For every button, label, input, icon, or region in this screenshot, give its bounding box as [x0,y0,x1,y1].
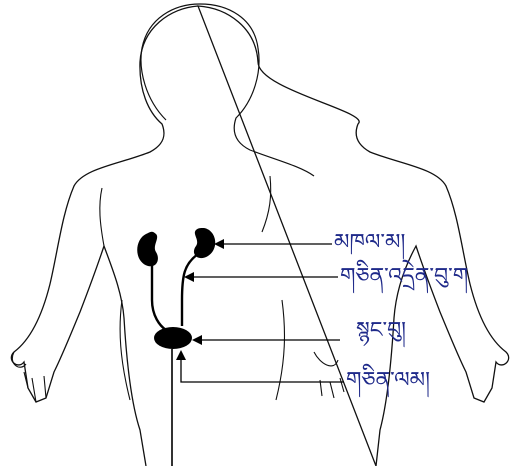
bladder [154,327,192,349]
left-kidney [137,232,158,267]
torso-left-line [100,188,104,246]
right-ureter [182,254,198,326]
left-hand [12,352,46,402]
leader-kidney [214,239,332,249]
hip-left-line [120,300,130,400]
left-ureter [152,262,166,330]
right-hand [314,352,344,398]
label-urethra: གཅིན་ལམ། [346,370,430,392]
body-outline [11,6,508,466]
hip-right-line [276,300,284,400]
label-ureter: གཅིན་འདྲེན་བུ་ག [340,266,468,288]
head-outline [141,4,314,176]
leader-bladder [192,335,340,345]
label-kidney: མཁལ་མ། [334,232,405,254]
leader-urethra [176,350,344,382]
leader-ureter [184,272,338,282]
label-bladder: སྙང་བུ། [356,320,406,342]
